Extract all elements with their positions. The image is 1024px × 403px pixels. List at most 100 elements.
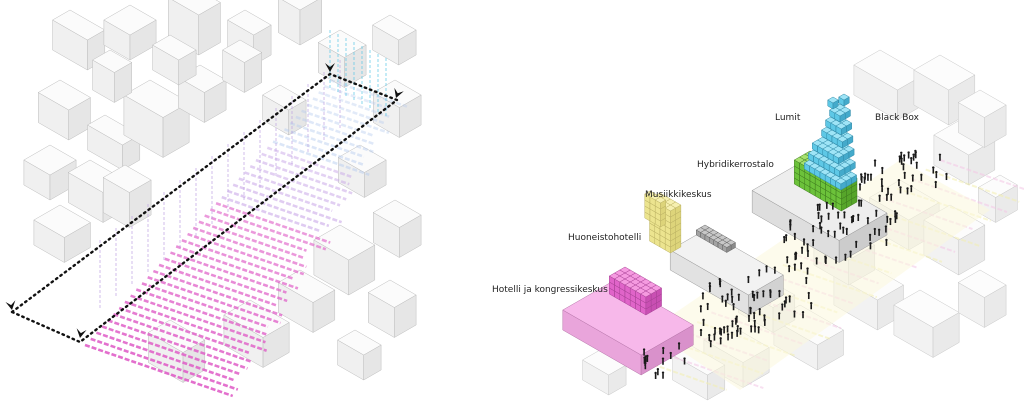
box-face: [33, 204, 91, 238]
person-head: [724, 299, 728, 303]
person-head: [769, 290, 772, 294]
stripe-row: [301, 109, 375, 138]
person-figure: [751, 290, 754, 298]
person-figure: [788, 295, 791, 303]
person-body: [881, 169, 884, 175]
stripe-row: [141, 282, 269, 329]
person-head: [877, 228, 881, 232]
person-body: [903, 173, 906, 179]
person-figure: [827, 212, 830, 220]
person-body: [842, 228, 845, 234]
person-body: [864, 174, 866, 180]
person-head: [753, 325, 757, 328]
person-figure: [898, 155, 901, 163]
person-body: [907, 153, 910, 159]
person-figure: [784, 296, 788, 304]
person-figure: [833, 230, 836, 238]
hotel-congress-cubes: [608, 266, 663, 316]
person-head: [816, 203, 819, 207]
person-body: [749, 309, 752, 315]
person-body: [810, 304, 813, 310]
person-figure: [886, 187, 890, 195]
person-body: [721, 297, 724, 303]
person-head: [915, 161, 918, 165]
context-building: [33, 204, 91, 263]
person-body: [731, 297, 733, 303]
context-building: [913, 54, 976, 126]
person-head: [719, 328, 723, 331]
person-head: [825, 201, 829, 205]
box-face: [103, 4, 157, 36]
person-figure: [906, 187, 909, 195]
person-body: [911, 176, 914, 182]
person-head: [818, 221, 822, 225]
context-building: [977, 174, 1018, 223]
person-head: [880, 178, 884, 181]
box-face: [640, 290, 652, 298]
person-head: [706, 302, 709, 306]
person-head: [708, 284, 712, 288]
person-body: [889, 220, 892, 226]
context-building: [223, 299, 290, 368]
person-figure: [820, 215, 823, 223]
person-body: [945, 175, 948, 181]
person-head: [677, 342, 681, 345]
person-figure: [793, 310, 796, 318]
person-head: [758, 269, 761, 272]
person-head: [869, 173, 873, 176]
person-body: [806, 245, 809, 251]
stripe-row: [118, 306, 250, 354]
person-figure: [816, 203, 819, 211]
person-body: [783, 238, 786, 244]
person-head: [709, 340, 712, 343]
person-figure: [817, 211, 820, 220]
person-figure: [869, 242, 872, 250]
person-head: [699, 328, 703, 332]
person-head: [906, 187, 909, 190]
arrow-head: [394, 87, 404, 98]
person-figure: [932, 166, 935, 174]
person-figure: [734, 317, 738, 325]
person-head: [849, 250, 852, 253]
person-figure: [912, 153, 915, 161]
person-head: [773, 266, 777, 269]
person-head: [914, 149, 917, 153]
person-body: [662, 359, 664, 365]
person-head: [894, 215, 897, 219]
person-figure: [709, 340, 712, 348]
person-figure: [706, 302, 709, 311]
person-body: [910, 159, 913, 165]
person-head: [708, 333, 711, 337]
label-lumit: Lumit: [775, 113, 801, 123]
cube: [836, 135, 849, 149]
cube: [654, 196, 667, 210]
person-head: [661, 357, 665, 360]
person-figure: [737, 293, 741, 301]
person-head: [881, 166, 884, 170]
person-head: [783, 235, 786, 239]
person-body: [778, 292, 781, 298]
person-body: [827, 214, 830, 220]
person-figure: [902, 163, 905, 171]
person-figure: [677, 342, 681, 350]
person-figure: [644, 362, 647, 370]
cube: [664, 204, 677, 218]
person-body: [849, 252, 852, 258]
person-head: [758, 308, 761, 311]
context-building: [337, 144, 387, 198]
person-body: [867, 219, 869, 225]
person-head: [820, 215, 823, 218]
stripe-row: [198, 220, 306, 260]
person-figure: [907, 151, 910, 159]
person-body: [793, 312, 796, 318]
person-body: [736, 327, 739, 333]
person-body: [723, 328, 725, 334]
arrow-icon: [5, 300, 16, 310]
person-body: [702, 294, 704, 300]
person-body: [758, 271, 761, 277]
person-head: [781, 303, 784, 306]
route-arrows: [5, 63, 404, 338]
person-figure: [842, 226, 845, 234]
person-figure: [881, 166, 884, 175]
